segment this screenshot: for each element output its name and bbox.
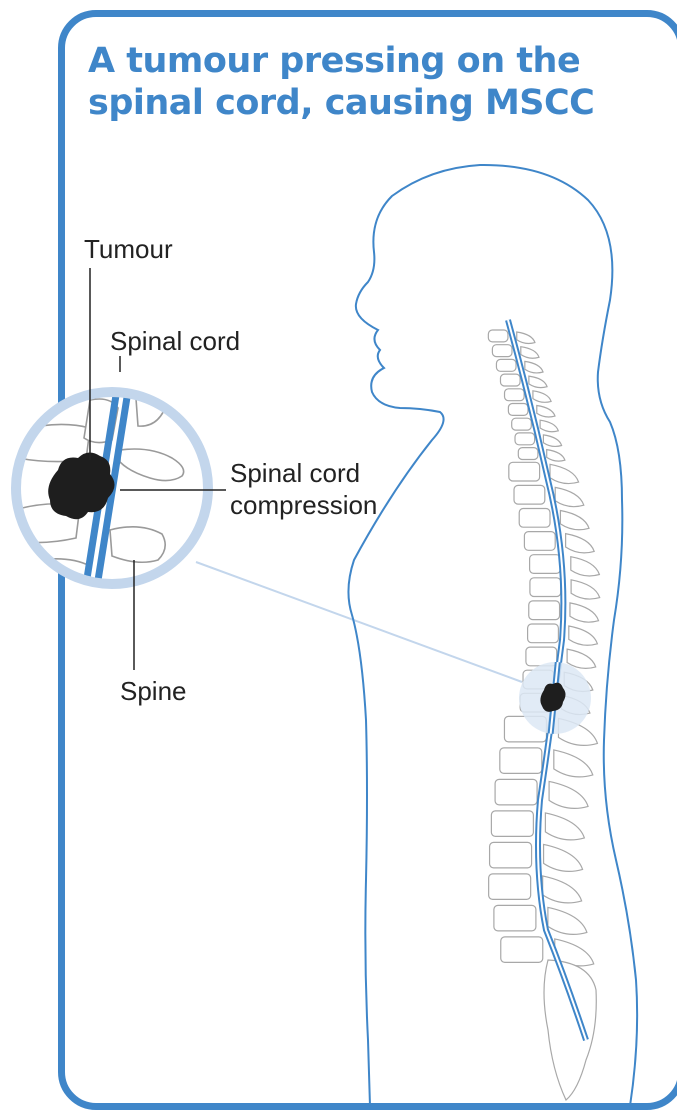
vertebra-body <box>490 842 532 868</box>
vertebra-body <box>492 345 512 357</box>
vertebra-body <box>500 374 520 386</box>
label-spine: Spine <box>120 676 187 706</box>
magnifier-icon <box>12 370 208 612</box>
vertebra-process <box>525 361 543 373</box>
vertebra-body <box>495 779 537 805</box>
vertebra-body <box>494 905 536 931</box>
vertebra-process <box>571 580 600 599</box>
label-compression-line2: compression <box>230 490 377 520</box>
vertebra-process <box>554 750 593 777</box>
vertebra-process <box>543 435 561 447</box>
vertebra-body <box>496 359 516 371</box>
vertebra-process <box>548 907 587 934</box>
vertebra-process <box>540 420 558 432</box>
vertebra-body <box>489 874 531 900</box>
vertebra-process <box>569 626 598 645</box>
vertebra-body <box>519 509 550 528</box>
vertebra-process <box>521 347 539 359</box>
vertebra-process <box>533 391 551 403</box>
vertebra-process <box>571 557 600 576</box>
vertebra-process <box>517 332 535 344</box>
vertebra-body <box>530 578 561 597</box>
vertebra-process <box>570 603 599 622</box>
vertebra-body <box>488 330 508 342</box>
vertebra-body <box>518 448 538 460</box>
vertebra-process <box>550 464 579 483</box>
vertebra-body <box>501 937 543 963</box>
vertebra-body <box>505 389 525 401</box>
vertebra-body <box>509 462 540 481</box>
vertebra-body <box>530 555 561 574</box>
vertebra-body <box>500 748 542 774</box>
body-outline-icon <box>348 165 637 1106</box>
vertebra-process <box>555 487 584 506</box>
vertebra-body <box>524 532 555 551</box>
vertebra-body <box>512 418 532 430</box>
vertebra-process <box>545 813 584 840</box>
vertebra-body <box>515 433 535 445</box>
vertebra-process <box>544 844 583 871</box>
vertebra-body <box>529 601 560 620</box>
magnifier-connector-line <box>196 562 522 682</box>
vertebra-process <box>549 781 588 808</box>
label-spinal-cord: Spinal cord <box>110 326 240 356</box>
label-tumour: Tumour <box>84 234 173 264</box>
vertebra-process <box>543 876 582 903</box>
vertebra-process <box>537 406 555 418</box>
vertebra-body <box>514 485 545 504</box>
vertebra-process <box>547 450 565 462</box>
vertebra-process <box>567 649 596 668</box>
vertebra-body <box>508 404 528 416</box>
label-compression-line1: Spinal cord <box>230 458 360 488</box>
sacrum <box>544 960 596 1100</box>
vertebra-process <box>529 376 547 388</box>
vertebra-process <box>560 511 589 530</box>
vertebra-body <box>491 811 533 837</box>
vertebra-body <box>528 624 559 643</box>
vertebra-process <box>566 534 595 553</box>
